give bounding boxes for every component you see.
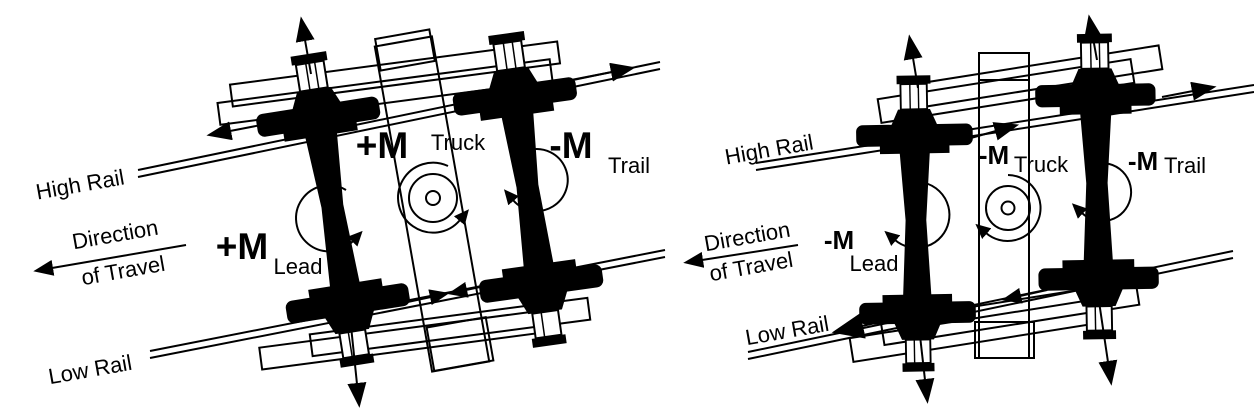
trail-axle-label: Trail [608,153,650,178]
truck-moment-arc [397,161,469,234]
lead-wheelset [854,73,978,374]
direction-of-travel: Direction of Travel [33,215,187,290]
trail-axle-label: Trail [1164,153,1206,178]
truck-label: Truck [431,130,486,155]
low-rail-label: Low Rail [46,350,133,389]
lead-moment-label: -M [824,225,854,255]
truck-moment-arc [975,174,1042,242]
direction-of-travel: Direction of Travel [683,217,799,286]
lead-axle-label: Lead [850,251,899,276]
low-rail [747,250,1234,360]
left-diagram: Direction of Travel High Rail Low Rail +… [33,16,666,408]
force-arrows [206,16,636,408]
lead-wheelset [246,43,420,376]
truck-moment-label: -M [979,140,1009,170]
trail-moment-label: -M [549,125,592,166]
high-rail-label: High Rail [34,164,126,204]
truck-moment-label: +M [356,125,408,166]
direction-label-line1: Direction [70,215,160,255]
center-pivot [397,161,469,234]
lead-moment-label: +M [216,226,268,267]
side-frame-top [216,40,562,126]
bolster [974,52,1035,359]
truck-label: Truck [1014,152,1069,177]
trail-moment-label: -M [1128,146,1158,176]
center-pivot [975,174,1042,242]
force-arrows [831,14,1217,404]
right-diagram: Direction of Travel High Rail Low Rail -… [683,14,1254,404]
lead-axle-label: Lead [274,254,323,279]
bolster [373,28,495,373]
